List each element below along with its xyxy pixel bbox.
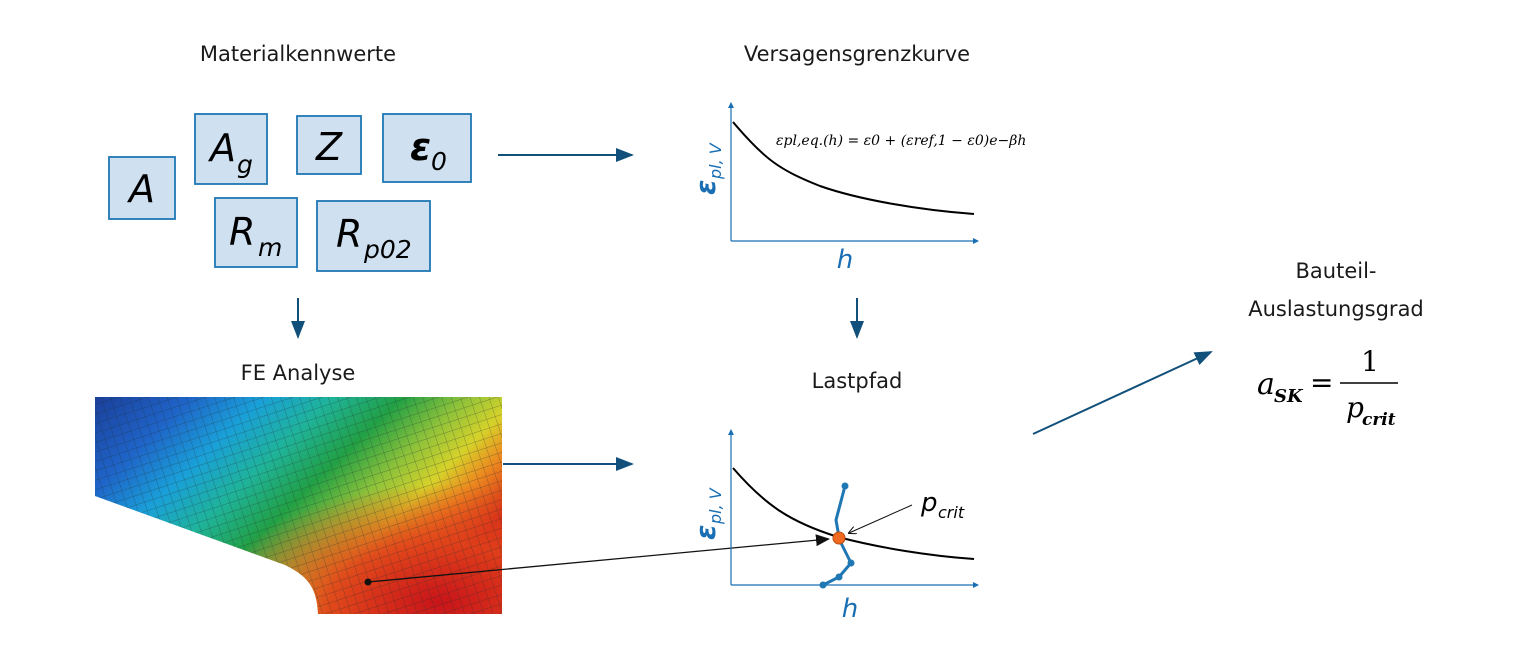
svg-text:a: a — [1257, 367, 1275, 402]
material-title: Materialkennwerte — [200, 42, 396, 66]
svg-text:R: R — [229, 210, 255, 254]
failure-curve-chart: h ε pl, V εpl,eq.(h) = ε0 + (εref,1 − ε0… — [689, 102, 1026, 275]
svg-text:crit: crit — [1362, 410, 1396, 430]
failure-curve-line — [732, 121, 975, 215]
failure-curve-title: Versagensgrenzkurve — [744, 42, 970, 66]
loadpath-y-label: ε pl, V — [689, 487, 725, 540]
svg-text:pl, V: pl, V — [706, 142, 725, 180]
material-box-rm: R m — [214, 197, 298, 268]
svg-text:g: g — [237, 150, 253, 179]
material-box-a: A — [108, 156, 176, 220]
svg-text:p02: p02 — [363, 235, 412, 264]
critical-point — [832, 531, 846, 545]
svg-text:p: p — [920, 488, 938, 518]
fe-title: FE Analyse — [241, 361, 356, 385]
failure-x-label: h — [837, 245, 853, 275]
load-path-node — [819, 581, 827, 589]
svg-text:0: 0 — [431, 147, 447, 176]
failure-y-label: ε pl, V — [689, 142, 725, 195]
load-path-node — [847, 559, 855, 567]
svg-text:pl, V: pl, V — [706, 487, 725, 525]
utilization-title-line1: Bauteil- — [1296, 259, 1377, 283]
arrow-hotspot-to-crit — [367, 534, 830, 583]
utilization-title-line2: Auslastungsgrad — [1248, 297, 1424, 321]
material-box-rp02: R p02 — [316, 200, 431, 272]
svg-text:ε: ε — [689, 179, 722, 195]
failure-formula: εpl,eq.(h) = ε0 + (εref,1 − ε0)e−βh — [776, 133, 1026, 149]
fe-contour-plot — [95, 397, 502, 614]
svg-text:1: 1 — [1361, 345, 1379, 378]
svg-text:R: R — [336, 212, 362, 256]
load-path-node — [835, 573, 843, 581]
arrow-loadpath-to-utilization — [1032, 351, 1213, 435]
loadpath-x-label: h — [842, 594, 858, 624]
svg-text:=: = — [1310, 366, 1333, 399]
crit-label-pointer — [849, 504, 913, 533]
utilization-formula: a SK = 1 p crit — [1257, 345, 1398, 430]
svg-text:m: m — [258, 233, 282, 262]
svg-text:crit: crit — [938, 503, 965, 522]
svg-text:p: p — [1346, 391, 1364, 424]
material-box-eps0: ε 0 — [382, 113, 472, 183]
svg-text:A: A — [207, 126, 236, 170]
load-path-node — [841, 482, 849, 490]
load-path-chart: p crit h ε pl, V — [689, 429, 979, 624]
load-path-title: Lastpfad — [812, 369, 903, 393]
material-box-z: Z — [296, 115, 362, 175]
svg-text:A: A — [126, 167, 155, 211]
svg-text:ε: ε — [410, 125, 431, 169]
svg-text:SK: SK — [1274, 386, 1304, 407]
svg-text:ε: ε — [689, 524, 722, 540]
crit-label: p crit — [920, 488, 965, 522]
svg-text:Z: Z — [315, 125, 343, 169]
material-box-ag: A g — [194, 113, 268, 185]
